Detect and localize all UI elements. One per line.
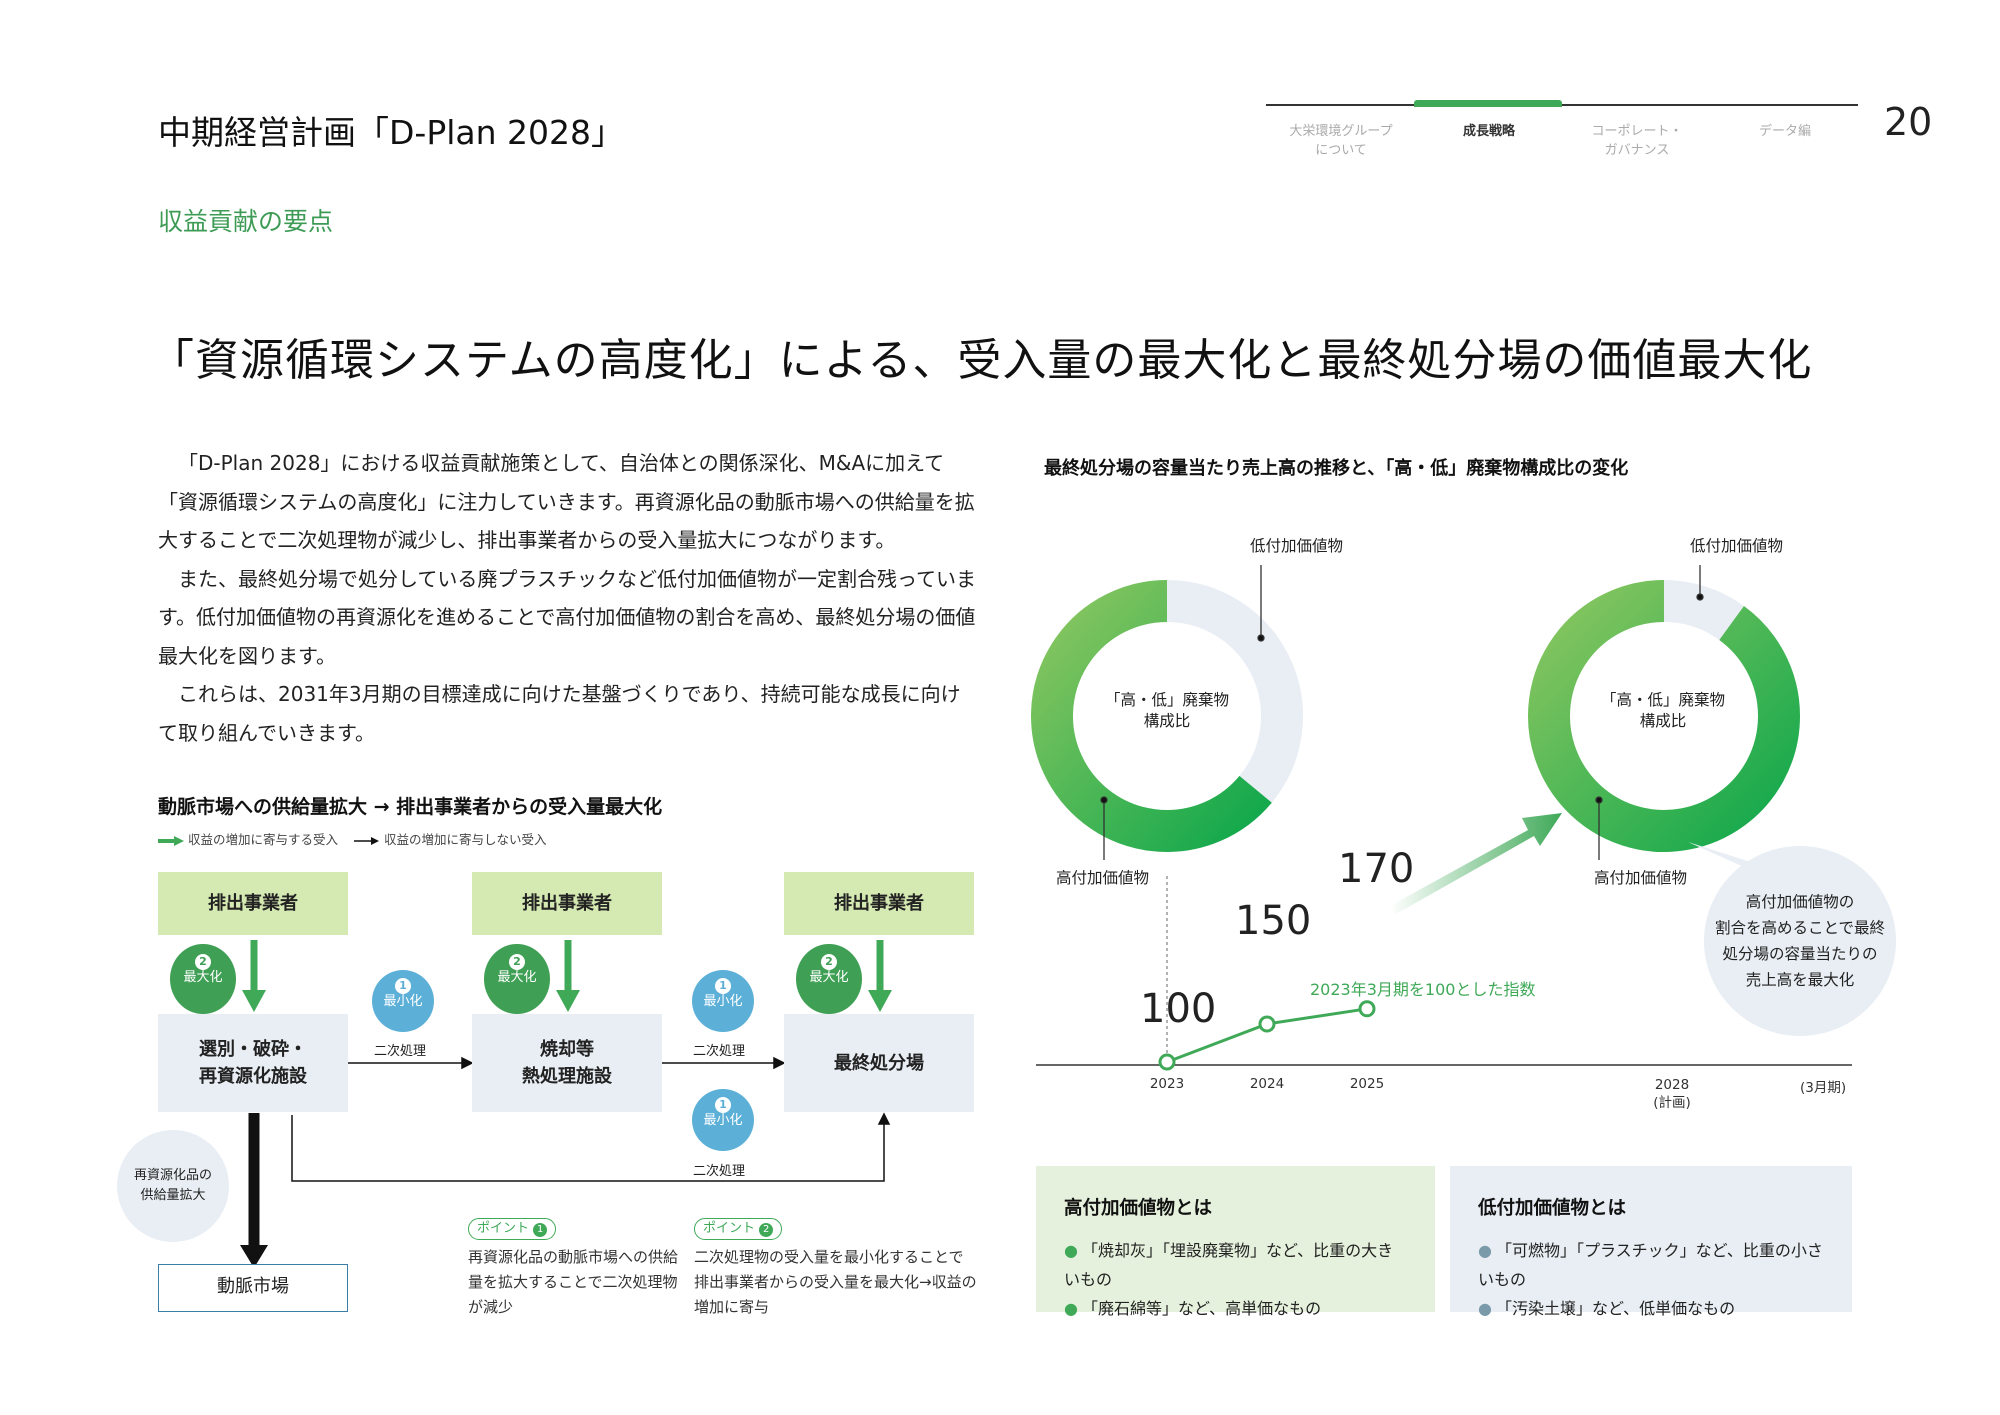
donut2-center-label: 「高・低」廃棄物構成比 bbox=[1600, 691, 1725, 730]
axis-unit-label: (3月期) bbox=[1800, 1080, 1847, 1096]
callout-bubble: 高付加価値物の割合を高めることで最終処分場の容量当たりの売上高を最大化 bbox=[1704, 846, 1896, 1036]
nav-item-governance[interactable]: コーポレート・ガバナンス bbox=[1591, 124, 1683, 158]
x-tick-2025: 2025 bbox=[1349, 1076, 1385, 1092]
emitter-box-3: 排出事業者 bbox=[784, 872, 974, 935]
point-2-pill: ポイント 2 bbox=[694, 1218, 783, 1240]
black-arrow-icon bbox=[353, 836, 379, 845]
green-arrow-icon bbox=[158, 835, 184, 846]
body-paragraph-3: これらは、2031年3月期の目標達成に向けた基盤づくりであり、持続可能な成長に向… bbox=[158, 682, 961, 745]
index-point-2023 bbox=[1158, 1053, 1176, 1071]
flow-legend: 収益の増加に寄与する受入 収益の増加に寄与しない受入 bbox=[158, 829, 546, 848]
x-tick-2024: 2024 bbox=[1249, 1076, 1285, 1092]
secondary-label-2: 二次処理 bbox=[693, 1044, 746, 1059]
donut1-high-label: 高付加価値物 bbox=[1056, 869, 1150, 887]
donut-2028-low-slice bbox=[1663, 580, 1744, 641]
incineration-facility-box: 焼却等熱処理施設 bbox=[472, 1014, 662, 1112]
emitter-box-2: 排出事業者 bbox=[472, 872, 662, 935]
index-note: 2023年3月期を100とした指数 bbox=[1310, 980, 1536, 999]
nav-item-growth[interactable]: 成長戦略 bbox=[1462, 124, 1515, 139]
point-1-pill: ポイント 1 bbox=[468, 1218, 557, 1240]
high-def-title: 高付加価値物とは bbox=[1064, 1198, 1213, 1219]
donut1-low-label: 低付加価値物 bbox=[1250, 537, 1344, 555]
x-tick-2028: 2028(計画) bbox=[1653, 1077, 1691, 1111]
body-text: 「D-Plan 2028」における収益貢献施策として、自治体との関係深化、M&A… bbox=[158, 444, 976, 752]
market-box: 動脈市場 bbox=[158, 1264, 348, 1312]
nav-item-about[interactable]: 大栄環境グループについて bbox=[1289, 124, 1393, 158]
point-2-text: 二次処理物の受入量を最小化することで排出事業者からの受入量を最大化→収益の増加に… bbox=[694, 1248, 977, 1316]
nav-active-indicator bbox=[1414, 100, 1562, 107]
body-paragraph-1: 「D-Plan 2028」における収益貢献施策として、自治体との関係深化、M&A… bbox=[158, 451, 975, 552]
chart-title: 最終処分場の容量当たり売上高の推移と、「高・低」廃棄物構成比の変化 bbox=[1044, 458, 1629, 479]
data-label-2024: 150 bbox=[1235, 898, 1312, 944]
donut-2023-high-slice bbox=[1031, 580, 1272, 852]
high-value-definition: 高付加価値物とは ●「焼却灰」「埋設廃棄物」など、比重の大きいもの ●「廃石綿等… bbox=[1036, 1166, 1435, 1318]
landfill-box: 最終処分場 bbox=[784, 1014, 974, 1112]
low-value-definition: 低付加価値物とは ●「可燃物」「プラスチック」など、比重の小さいもの ●「汚染土… bbox=[1450, 1166, 1852, 1318]
nav-item-data[interactable]: データ編 bbox=[1758, 124, 1811, 139]
high-def-item: ●「廃石綿等」など、高単価なもの bbox=[1064, 1299, 1322, 1318]
section-nav: 大栄環境グループについて 成長戦略 コーポレート・ガバナンス データ編 bbox=[1266, 100, 1858, 166]
supply-expansion-bubble: 再資源化品の供給量拡大 bbox=[117, 1130, 229, 1242]
headline: 「資源循環システムの高度化」による、受入量の最大化と最終処分場の価値最大化 bbox=[150, 335, 1813, 386]
index-point-2025 bbox=[1358, 1000, 1376, 1018]
flow-title: 動脈市場への供給量拡大 → 排出事業者からの受入量最大化 bbox=[158, 796, 663, 818]
section-label: 収益貢献の要点 bbox=[158, 207, 334, 236]
donut2-low-label: 低付加価値物 bbox=[1690, 537, 1784, 555]
secondary-label-3: 二次処理 bbox=[693, 1164, 746, 1179]
donut-2028-high-slice bbox=[1528, 580, 1800, 852]
body-paragraph-2: また、最終処分場で処分している廃プラスチックなど低付加価値物が一定割合残っていま… bbox=[158, 566, 976, 668]
emitter-box-1: 排出事業者 bbox=[158, 872, 348, 935]
high-def-item: ●「焼却灰」「埋設廃棄物」など、比重の大きいもの bbox=[1064, 1241, 1394, 1289]
page-number: 20 bbox=[1884, 100, 1933, 144]
secondary-label-1: 二次処理 bbox=[374, 1044, 427, 1059]
index-point-2024 bbox=[1258, 1015, 1276, 1033]
sorting-facility-box: 選別・破砕・再資源化施設 bbox=[158, 1014, 348, 1112]
x-tick-2023: 2023 bbox=[1149, 1076, 1185, 1092]
donut-2023-low-slice bbox=[1166, 580, 1303, 803]
low-def-title: 低付加価値物とは bbox=[1478, 1198, 1627, 1219]
low-def-item: ●「可燃物」「プラスチック」など、比重の小さいもの bbox=[1478, 1241, 1823, 1289]
document-title: 中期経営計画「D-Plan 2028」 bbox=[158, 113, 624, 152]
point-1-text: 再資源化品の動脈市場への供給量を拡大することで二次処理物が減少 bbox=[468, 1248, 679, 1316]
data-label-2023: 100 bbox=[1140, 986, 1217, 1032]
donut2-high-label: 高付加価値物 bbox=[1594, 869, 1688, 887]
donut1-center-label: 「高・低」廃棄物構成比 bbox=[1104, 691, 1229, 730]
data-label-2025: 170 bbox=[1338, 846, 1415, 892]
low-def-item: ●「汚染土壌」など、低単価なもの bbox=[1478, 1299, 1736, 1318]
